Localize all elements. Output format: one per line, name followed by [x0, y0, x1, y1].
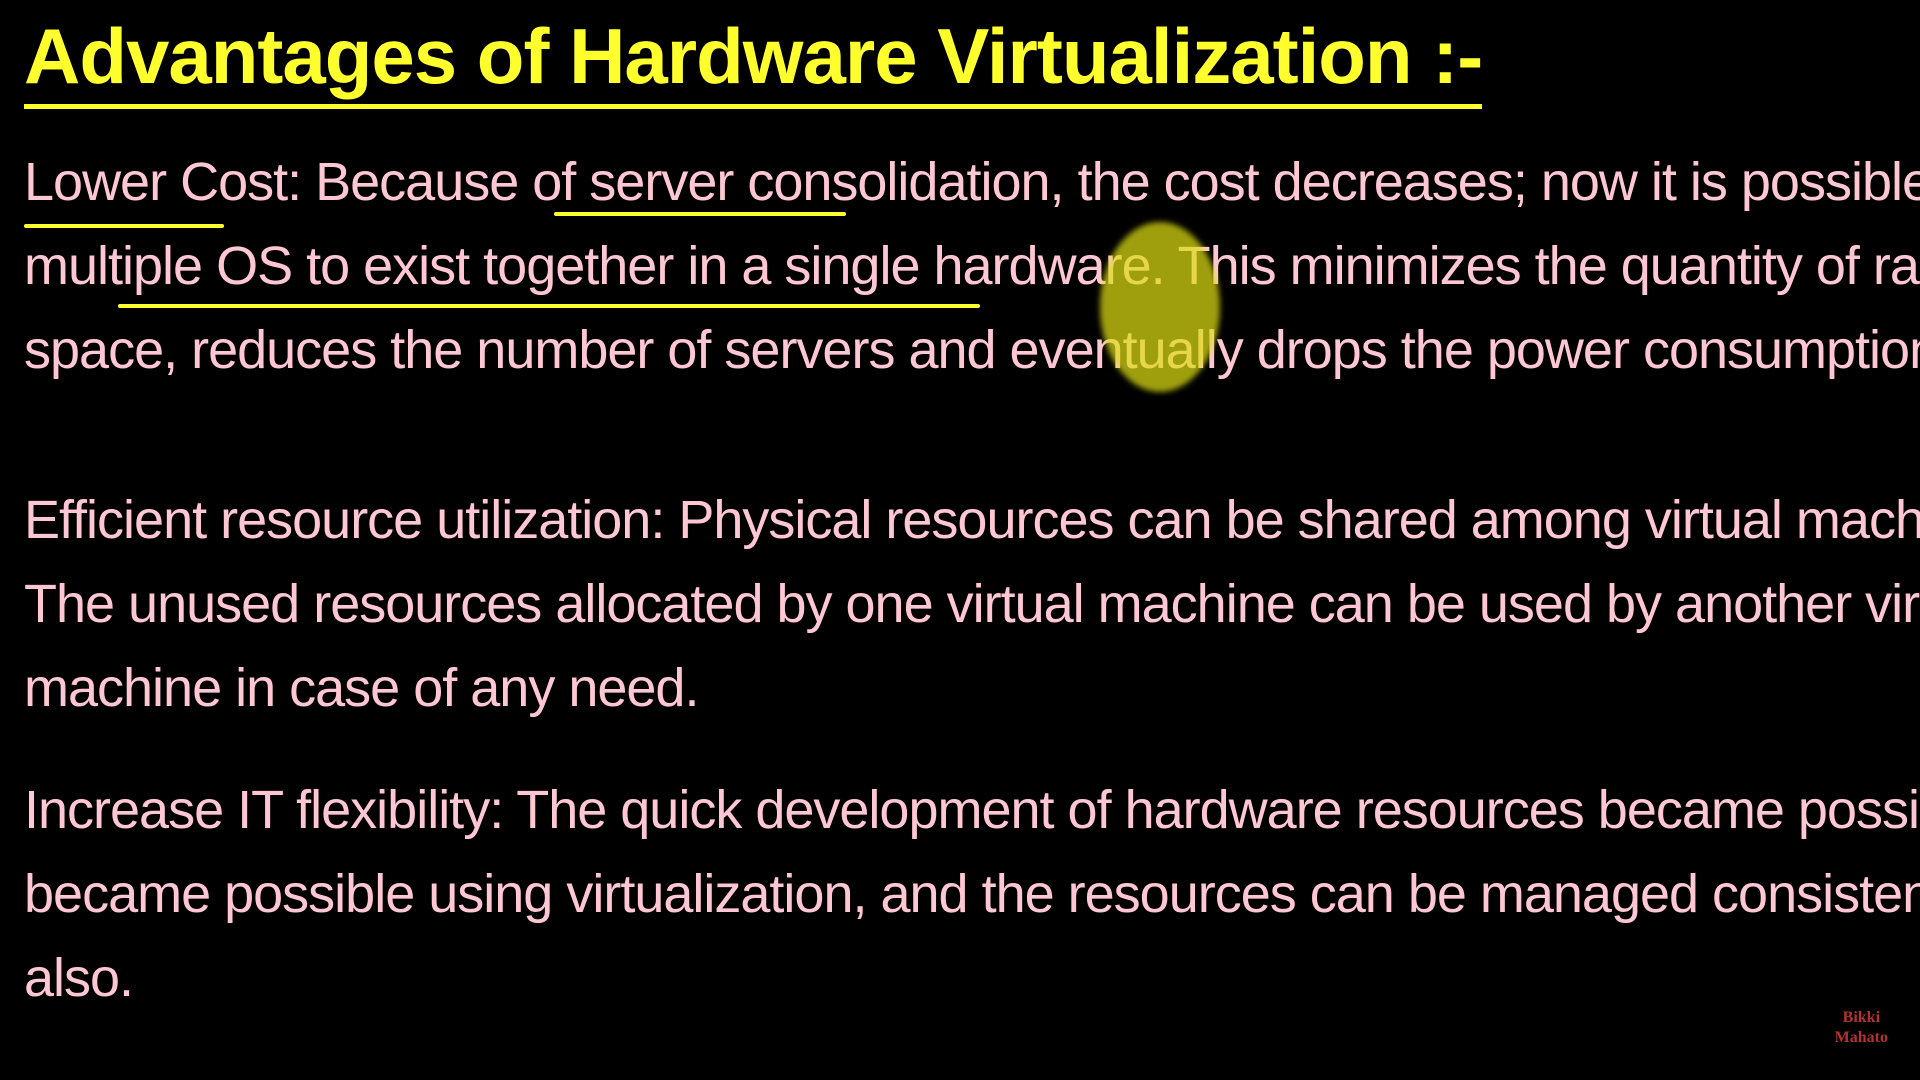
paragraph-line: The unused resources allocated by one vi…: [24, 574, 1920, 634]
underline-lower-cost: [24, 224, 224, 228]
paragraph-line: became possible using virtualization, an…: [24, 864, 1920, 924]
paragraph-lower-cost: Lower Cost: Because of server consolidat…: [24, 140, 1920, 392]
watermark-line: Mahato: [1834, 1029, 1888, 1046]
paragraph-increase-it-flexibility: Increase IT flexibility: The quick devel…: [24, 768, 1920, 1020]
paragraph-line: also.: [24, 948, 134, 1008]
paragraph-line: multiple OS to exist together in a singl…: [24, 236, 1920, 296]
pointer-highlight: [1100, 222, 1220, 392]
paragraph-line: Lower Cost: Because of server consolidat…: [24, 152, 1920, 212]
underline-single-hardware: [118, 304, 980, 308]
paragraph-line: Efficient resource utilization: Physical…: [24, 490, 1920, 550]
underline-server-consolidation: [554, 212, 846, 216]
paragraph-line: machine in case of any need.: [24, 658, 699, 718]
watermark-signature: Bikki Mahato: [1835, 1008, 1888, 1048]
paragraph-line: space, reduces the number of servers and…: [24, 320, 1920, 380]
paragraph-efficient-resource-utilization: Efficient resource utilization: Physical…: [24, 478, 1920, 730]
slide-title: Advantages of Hardware Virtualization :-: [24, 8, 1483, 109]
paragraph-line: Increase IT flexibility: The quick devel…: [24, 780, 1920, 840]
watermark-line: Bikki: [1842, 1009, 1881, 1026]
